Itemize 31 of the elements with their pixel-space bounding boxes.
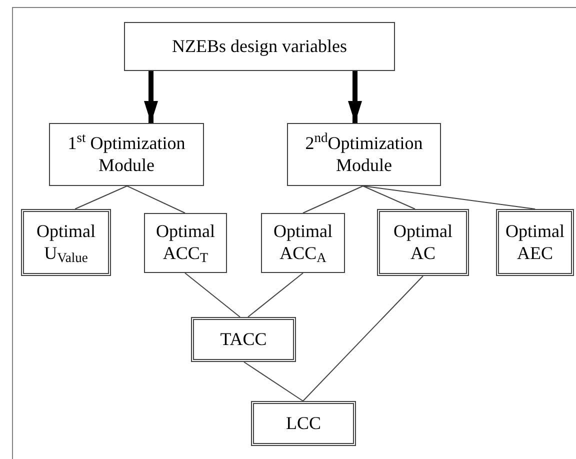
result-box [377, 209, 469, 276]
node-label: Optimal ACC$_{T}$ [155, 221, 216, 265]
result-box [191, 317, 296, 362]
result-box [496, 209, 574, 276]
arrow [348, 71, 362, 123]
connector-line [362, 186, 416, 210]
connector-line [362, 186, 536, 210]
node-label: Optimal ACC$_{A}$ [272, 221, 334, 265]
process-box [261, 213, 345, 273]
connector-line [302, 276, 424, 402]
process-box [287, 123, 441, 186]
connector-line [74, 186, 128, 210]
process-box [144, 213, 227, 273]
node-label: Optimal AEC [504, 220, 566, 264]
result-box [251, 401, 356, 446]
arrow [144, 71, 158, 123]
node-label: LCC [284, 412, 322, 434]
node-label: Optimal U$_{Value}$ [36, 220, 96, 264]
connector-line [184, 272, 240, 318]
node-label: 2$^{nd}$Optimization Module [304, 132, 424, 176]
connector-line [248, 272, 304, 318]
node-label: TACC [219, 328, 268, 350]
node-label: 1$^{st}$ Optimization Module [66, 132, 186, 176]
connector-line [302, 186, 364, 214]
result-box [21, 209, 111, 276]
node-label: NZEBs design variables [171, 36, 348, 58]
process-box [49, 123, 204, 186]
node-label: Optimal AC [392, 220, 454, 264]
connector-line [244, 362, 304, 402]
connector-line [126, 186, 186, 214]
process-box [124, 22, 395, 71]
